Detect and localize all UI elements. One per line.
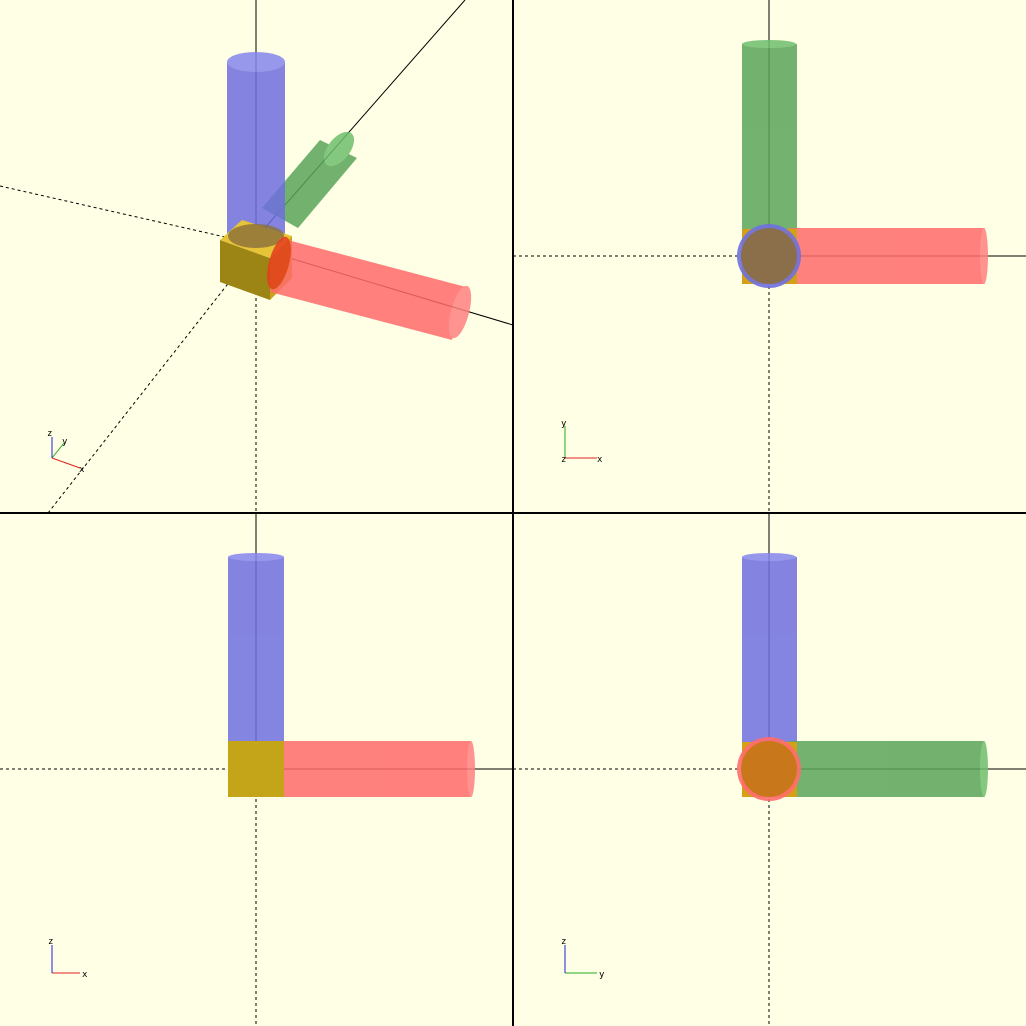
gizmo-z-label: z — [48, 937, 53, 947]
perspective-canvas: x y z — [0, 0, 513, 513]
z-cylinder-top — [737, 224, 801, 288]
x-axis-neg-line — [47, 247, 257, 513]
y-cylinder — [742, 40, 797, 234]
gizmo-x-label: x — [82, 970, 88, 980]
viewport-perspective[interactable]: x y z — [0, 0, 513, 513]
x-cylinder — [789, 228, 988, 284]
z-cylinder — [742, 553, 797, 747]
viewport-top[interactable]: x y z — [513, 0, 1026, 513]
viewport-divider-horizontal[interactable] — [0, 512, 1026, 514]
axis-gizmo: x z — [48, 937, 88, 980]
x-cylinder — [276, 741, 475, 797]
x-cylinder-end — [737, 737, 801, 801]
gizmo-y-label: y — [62, 437, 68, 447]
top-canvas: x y z — [513, 0, 1026, 513]
front-canvas: x z — [0, 513, 513, 1026]
y-cylinder — [789, 741, 988, 797]
z-cylinder — [227, 52, 285, 247]
gizmo-x-label: x — [79, 465, 85, 475]
viewport-right[interactable]: y z — [513, 513, 1026, 1026]
gizmo-z-label: z — [561, 937, 566, 947]
gizmo-y-label: y — [561, 419, 567, 429]
y-cylinder — [262, 131, 357, 228]
right-canvas: y z — [513, 513, 1026, 1026]
z-cylinder — [228, 553, 284, 747]
gizmo-z-label: z — [47, 429, 52, 439]
gizmo-y-label: y — [599, 970, 605, 980]
y-axis-neg-line — [0, 185, 257, 245]
gizmo-x-label: x — [597, 455, 603, 465]
viewport-front[interactable]: x z — [0, 513, 513, 1026]
x-cylinder — [267, 236, 472, 340]
axis-gizmo: x y z — [561, 419, 603, 465]
center-cube — [228, 741, 284, 797]
axis-gizmo: x y z — [47, 429, 85, 475]
gizmo-z-label: z — [561, 455, 566, 465]
axis-gizmo: y z — [561, 937, 605, 980]
